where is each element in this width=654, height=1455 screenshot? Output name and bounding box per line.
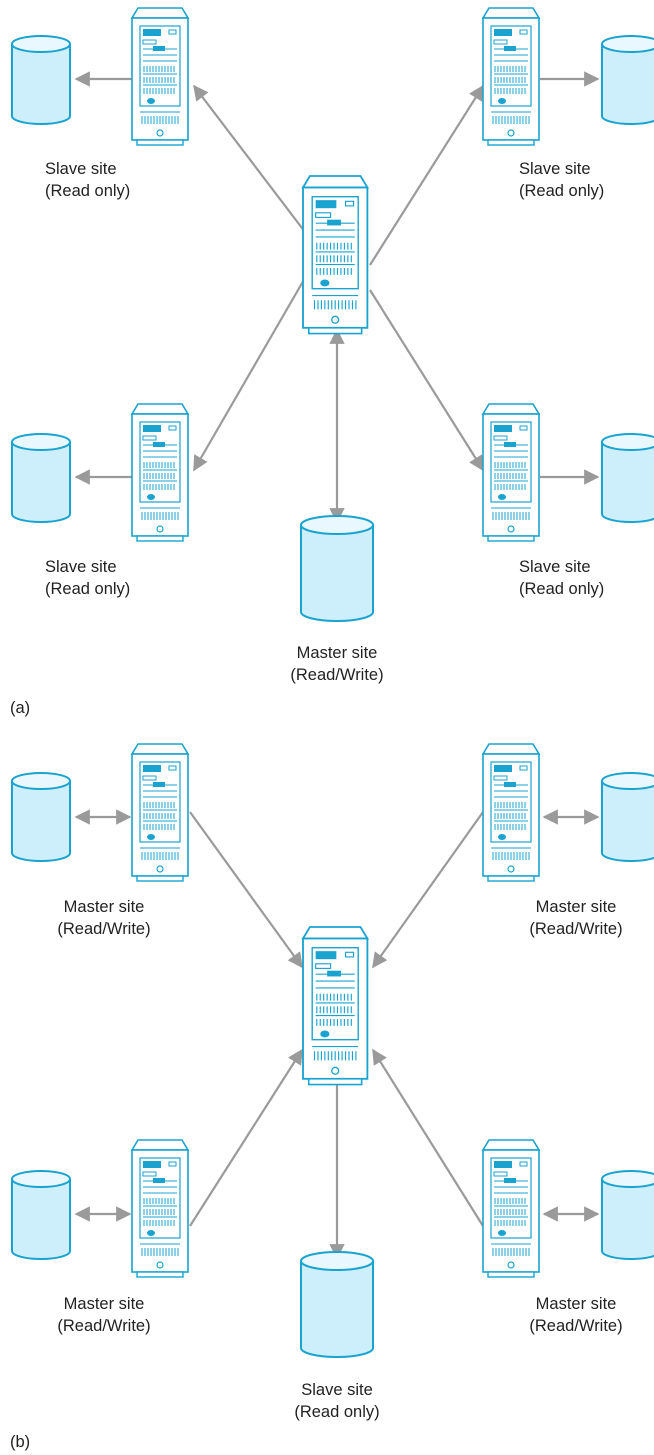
center-server-icon	[302, 175, 369, 335]
panel-tag: (a)	[10, 699, 30, 717]
arrow-b-br-center	[372, 1048, 484, 1227]
center-database-cylinder	[300, 1251, 374, 1358]
arrow-b-bl-center	[189, 1048, 303, 1227]
center-label-line1: Master site	[297, 644, 378, 662]
center-server-icon	[302, 926, 369, 1086]
server-icon	[131, 743, 189, 882]
database-cylinder	[11, 35, 71, 125]
server-icon	[131, 1139, 189, 1278]
site-label-line2: (Read only)	[45, 182, 130, 200]
arrow-a-center-tr	[369, 84, 484, 266]
database-cylinder	[11, 433, 71, 523]
arrow-b-tr-center	[372, 811, 484, 969]
arrow-a-center-br	[369, 289, 484, 472]
center-label-line2: (Read/Write)	[290, 666, 383, 684]
server-icon	[482, 403, 540, 542]
database-cylinder	[11, 772, 71, 862]
site-label-line2: (Read only)	[519, 580, 604, 598]
panel-tag: (b)	[10, 1433, 30, 1451]
panel-a-connectors	[74, 71, 600, 524]
server-icon	[482, 743, 540, 882]
server-icon	[131, 7, 189, 146]
database-cylinder	[601, 35, 654, 125]
server-icon	[131, 403, 189, 542]
site-label-line2: (Read/Write)	[57, 920, 150, 938]
arrow-a-center-tl	[193, 84, 306, 233]
center-database-cylinder	[300, 515, 374, 622]
site-label-line1: Slave site	[45, 558, 117, 576]
server-icon	[482, 1139, 540, 1278]
site-label-line1: Master site	[64, 898, 145, 916]
panel-b: Master site (Read/Write) Master site (Re…	[10, 743, 654, 1451]
site-label-line1: Master site	[64, 1295, 145, 1313]
panel-b-connectors	[74, 809, 600, 1260]
site-label-line1: Slave site	[519, 558, 591, 576]
site-label-line2: (Read/Write)	[529, 920, 622, 938]
center-label-line1: Slave site	[301, 1381, 373, 1399]
site-label-line1: Master site	[536, 1295, 617, 1313]
database-cylinder	[11, 1170, 71, 1260]
site-label-line2: (Read/Write)	[529, 1317, 622, 1335]
arrow-a-center-bl	[193, 277, 306, 472]
database-cylinder	[601, 1170, 654, 1260]
site-label-line2: (Read only)	[519, 182, 604, 200]
site-label-line2: (Read/Write)	[57, 1317, 150, 1335]
panel-a: Slave site (Read only) Slave site (Read …	[10, 7, 654, 717]
site-label-line1: Master site	[536, 898, 617, 916]
database-cylinder	[601, 433, 654, 523]
site-label-line2: (Read only)	[45, 580, 130, 598]
site-label-line1: Slave site	[45, 160, 117, 178]
site-label-line1: Slave site	[519, 160, 591, 178]
database-cylinder	[601, 772, 654, 862]
arrow-b-tl-center	[189, 811, 303, 969]
server-icon	[482, 7, 540, 146]
center-label-line2: (Read only)	[294, 1403, 379, 1421]
